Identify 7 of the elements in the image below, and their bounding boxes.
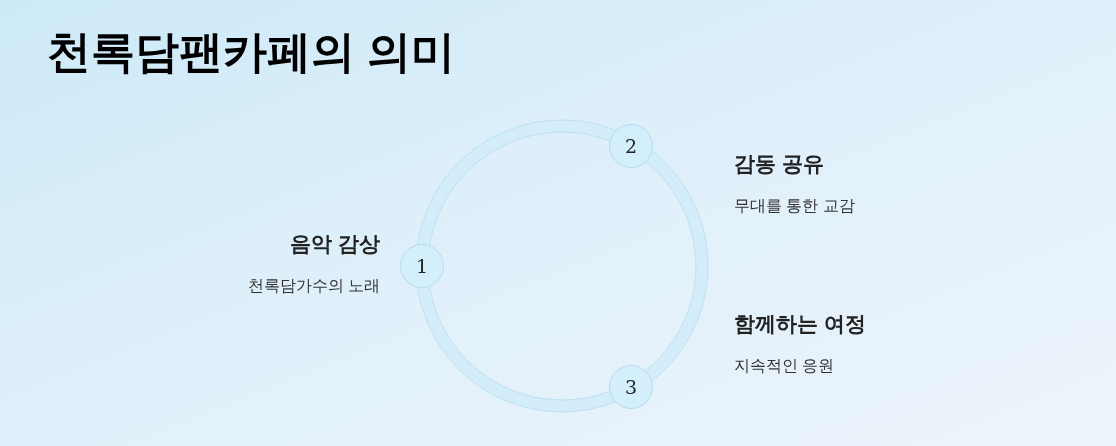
- title: 천록담팬카페의 의미: [47, 26, 456, 78]
- step-heading: 감동 공유: [734, 151, 824, 177]
- step-heading: 함께하는 여정: [734, 311, 866, 337]
- step-heading: 음악 감상: [290, 231, 380, 257]
- step-description: 지속적인 응원: [734, 355, 835, 376]
- step-description: 천록담가수의 노래: [247, 275, 380, 296]
- step-description: 무대를 통한 교감: [734, 195, 855, 216]
